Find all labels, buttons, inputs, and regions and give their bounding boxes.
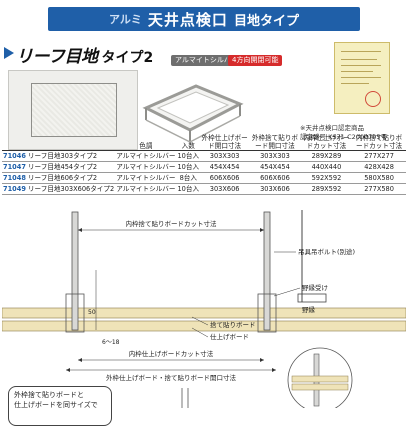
gap-label: 6〜18 [102, 339, 120, 346]
bracket-label: 野縁受け [302, 283, 328, 292]
installed-hatch-photo [8, 70, 138, 150]
height-label: 50 [88, 309, 96, 316]
frame-photo [142, 84, 244, 143]
hatch-panel [31, 83, 117, 137]
finish-tag: アルマイトシルバー [171, 55, 242, 66]
product-name: リーフ目地 [16, 47, 98, 67]
section-drawing: 内枠捨て貼りボードカット寸法 吊具吊ボルト(別途) 野縁受け 野縁 50 6〜1… [2, 210, 406, 408]
finish-board-label: 仕上げボード [210, 332, 249, 341]
field-label: 野縁 [302, 305, 316, 314]
inner-cut-label: 内枠捨て貼りボードカット寸法 [126, 219, 218, 228]
hanger-label: 吊具吊ボルト(別途) [298, 247, 355, 256]
header-banner: アルミ 天井点検口 目地タイプ [48, 7, 360, 31]
product-title: リーフ目地 タイプ2 [16, 42, 154, 67]
arrow-icon [4, 47, 14, 59]
feature-tag: 4方向開閉可能 [228, 55, 283, 66]
outer-finish-label: 内枠仕上げボードカット寸法 [129, 349, 214, 358]
spec-table: 色調 入数 外枠仕上げボード開口寸法 外枠捨て貼りボード開口寸法 内枠仕上げボー… [2, 134, 406, 195]
header-title: 天井点検口 [147, 10, 228, 29]
under-board-label: 捨て貼りボード [210, 320, 256, 329]
table-header-row: 色調 入数 外枠仕上げボード開口寸法 外枠捨て貼りボード開口寸法 内枠仕上げボー… [139, 134, 403, 150]
table-row: 71049 リーフ目地303X606タイプ2 アルマイトシルバー 10台入 30… [2, 183, 406, 195]
product-type: タイプ2 [101, 50, 154, 66]
table-row: 71048 リーフ目地606タイプ2 アルマイトシルバー 8台入 606X606… [2, 172, 406, 184]
outer-opening-label: 外枠仕上げボード・捨て貼りボード開口寸法 [106, 373, 237, 382]
certificate-caption: ※天井点検口認定商品 認定番号 KS71-C2000705号 [300, 124, 388, 141]
table-row: 71046 リーフ目地303タイプ2 アルマイトシルバー 10台入 303X30… [2, 150, 406, 162]
header-prefix: アルミ [109, 13, 142, 26]
seal-icon [365, 91, 381, 107]
header-subtitle: 目地タイプ [233, 13, 299, 29]
table-row: 71047 リーフ目地454タイプ2 アルマイトシルバー 10台入 454X45… [2, 161, 406, 173]
callout-note: 外枠捨て貼りボードと 仕上げボードを同サイズで [8, 386, 112, 426]
certificate-image [334, 42, 390, 114]
